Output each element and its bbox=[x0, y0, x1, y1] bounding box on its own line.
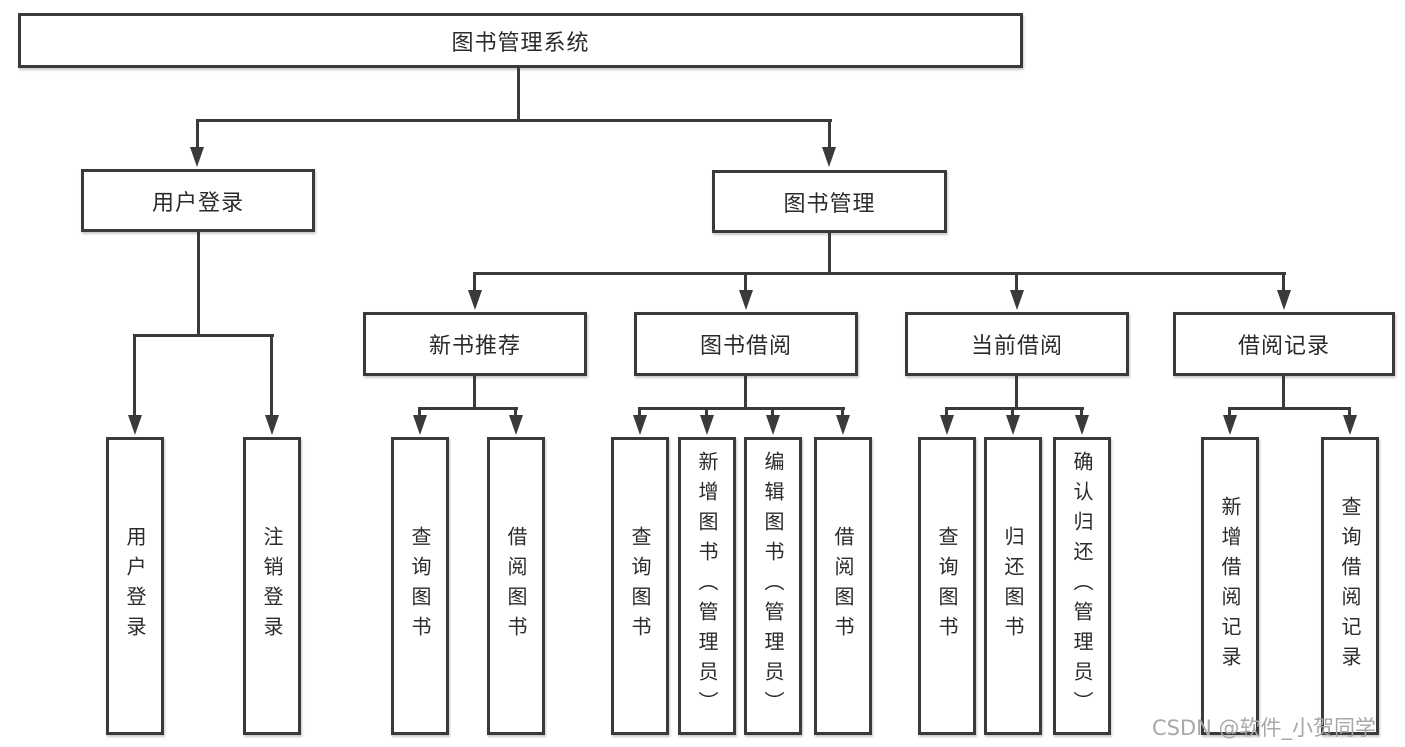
connector-line bbox=[517, 68, 520, 121]
connector-arrow bbox=[190, 147, 204, 167]
node-label: 用户登录 bbox=[151, 190, 244, 216]
connector-arrow bbox=[509, 415, 523, 435]
node-book-borrowing: 图书借阅 bbox=[634, 312, 858, 376]
connector-line bbox=[841, 407, 844, 419]
leaf-confirm-return-admin: 确认归还（管理员） bbox=[1053, 437, 1111, 735]
leaf-label: 借阅图书 bbox=[504, 526, 528, 646]
connector-arrow bbox=[1343, 415, 1357, 435]
connector-line bbox=[270, 334, 273, 416]
leaf-label: 用户登录 bbox=[123, 526, 147, 646]
connector-line bbox=[1015, 376, 1018, 408]
connector-line bbox=[196, 119, 199, 149]
connector-arrow bbox=[766, 415, 780, 435]
connector-arrow bbox=[1223, 415, 1237, 435]
connector-arrow bbox=[413, 415, 427, 435]
leaf-return-books: 归还图书 bbox=[984, 437, 1042, 735]
connector-line bbox=[473, 376, 476, 408]
leaf-query-books-borrowing: 查询图书 bbox=[611, 437, 669, 735]
connector-arrow bbox=[468, 290, 482, 310]
connector-line bbox=[133, 334, 274, 337]
connector-arrow bbox=[940, 415, 954, 435]
node-user-login: 用户登录 bbox=[81, 169, 315, 232]
node-new-book-recommendation: 新书推荐 bbox=[363, 312, 587, 376]
connector-arrow bbox=[739, 290, 753, 310]
connector-line bbox=[1282, 272, 1285, 292]
connector-line bbox=[473, 272, 476, 292]
leaf-add-book-admin: 新增图书（管理员） bbox=[678, 437, 736, 735]
connector-line bbox=[133, 334, 136, 416]
connector-line bbox=[638, 407, 641, 419]
leaf-query-borrow-record: 查询借阅记录 bbox=[1321, 437, 1379, 735]
connector-arrow bbox=[836, 415, 850, 435]
connector-arrow bbox=[1006, 415, 1020, 435]
connector-line bbox=[1228, 407, 1231, 419]
node-borrowing-records: 借阅记录 bbox=[1173, 312, 1395, 376]
connector-line bbox=[1228, 407, 1351, 410]
leaf-label: 新增借阅记录 bbox=[1218, 496, 1242, 676]
leaf-user-login: 用户登录 bbox=[106, 437, 164, 735]
leaf-label: 借阅图书 bbox=[831, 526, 855, 646]
leaf-logout: 注销登录 bbox=[243, 437, 301, 735]
connector-arrow bbox=[265, 415, 279, 435]
connector-line bbox=[418, 407, 518, 410]
connector-arrow bbox=[633, 415, 647, 435]
connector-arrow bbox=[822, 147, 836, 167]
connector-line bbox=[196, 119, 832, 122]
node-label: 图书管理 bbox=[783, 191, 876, 217]
connector-arrow bbox=[128, 415, 142, 435]
leaf-label: 注销登录 bbox=[260, 526, 284, 646]
connector-line bbox=[828, 233, 831, 274]
node-label: 图书管理系统 bbox=[451, 30, 590, 56]
connector-arrow bbox=[1075, 415, 1089, 435]
connector-line bbox=[828, 119, 831, 149]
connector-line bbox=[1080, 407, 1083, 419]
leaf-add-borrow-record: 新增借阅记录 bbox=[1201, 437, 1259, 735]
leaf-label: 查询图书 bbox=[628, 526, 652, 646]
connector-line bbox=[514, 407, 517, 419]
csdn-watermark: CSDN @软件_小贺同学 bbox=[1152, 716, 1377, 740]
connector-line bbox=[744, 272, 747, 292]
connector-line bbox=[1015, 272, 1018, 292]
leaf-label: 查询借阅记录 bbox=[1338, 496, 1362, 676]
leaf-label: 查询图书 bbox=[935, 526, 959, 646]
connector-line bbox=[1011, 407, 1014, 419]
connector-line bbox=[473, 272, 1286, 275]
leaf-query-books-current: 查询图书 bbox=[918, 437, 976, 735]
node-book-management: 图书管理 bbox=[712, 170, 947, 233]
connector-arrow bbox=[700, 415, 714, 435]
connector-line bbox=[744, 376, 747, 408]
leaf-label: 查询图书 bbox=[408, 526, 432, 646]
node-label: 当前借阅 bbox=[970, 334, 1063, 359]
leaf-edit-book-admin: 编辑图书（管理员） bbox=[744, 437, 802, 735]
connector-line bbox=[945, 407, 1084, 410]
connector-line bbox=[418, 407, 421, 419]
connector-line bbox=[197, 232, 200, 336]
node-current-borrowing: 当前借阅 bbox=[905, 312, 1129, 376]
connector-arrow bbox=[1277, 290, 1291, 310]
connector-arrow bbox=[1010, 290, 1024, 310]
node-label: 图书借阅 bbox=[699, 334, 792, 359]
connector-line bbox=[771, 407, 774, 419]
leaf-label: 确认归还（管理员） bbox=[1070, 451, 1094, 721]
node-label: 新书推荐 bbox=[428, 334, 521, 359]
connector-line bbox=[705, 407, 708, 419]
connector-line bbox=[1282, 376, 1285, 408]
node-library-system: 图书管理系统 bbox=[18, 13, 1023, 68]
connector-line bbox=[638, 407, 845, 410]
node-label: 借阅记录 bbox=[1237, 334, 1330, 359]
leaf-label: 新增图书（管理员） bbox=[695, 451, 719, 721]
connector-line bbox=[945, 407, 948, 419]
connector-line bbox=[1348, 407, 1351, 419]
leaf-label: 归还图书 bbox=[1001, 526, 1025, 646]
leaf-borrow-books-borrowing: 借阅图书 bbox=[814, 437, 872, 735]
leaf-label: 编辑图书（管理员） bbox=[761, 451, 785, 721]
leaf-borrow-books-recommend: 借阅图书 bbox=[487, 437, 545, 735]
leaf-query-books-recommend: 查询图书 bbox=[391, 437, 449, 735]
